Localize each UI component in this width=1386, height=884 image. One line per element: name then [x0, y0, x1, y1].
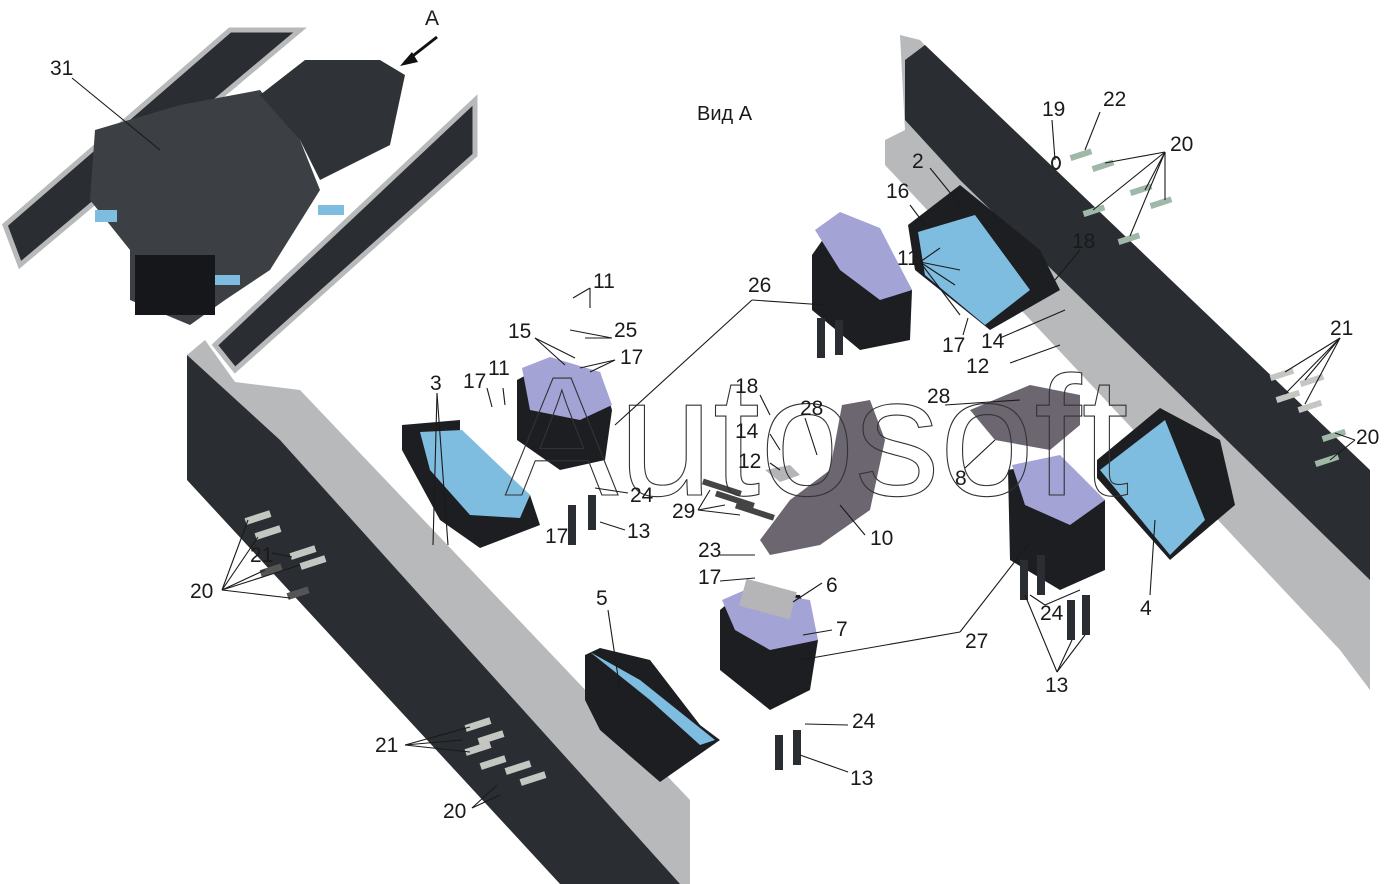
callout-13: 13 [627, 520, 650, 543]
callout-11: 11 [488, 357, 510, 380]
callout-14: 14 [735, 420, 759, 443]
callout-26: 26 [748, 274, 771, 297]
callout-23: 23 [698, 539, 721, 562]
callout-21: 21 [1330, 317, 1353, 340]
callout-18: 18 [1072, 230, 1095, 253]
callout-20: 20 [1356, 426, 1379, 449]
cushion-7-left [720, 578, 818, 710]
callout-3: 3 [430, 372, 442, 395]
watermark: Autosoft [505, 342, 1129, 532]
callout-24: 24 [852, 710, 876, 733]
callout-25: 25 [614, 319, 637, 342]
callout-11: 11 [897, 247, 919, 270]
callout-20: 20 [443, 800, 466, 823]
callout-24: 24 [630, 484, 654, 507]
washer-19 [1051, 156, 1061, 170]
callout-10: 10 [870, 527, 893, 550]
callout-27: 27 [965, 630, 988, 653]
view-arrow-head [400, 52, 418, 66]
callout-6: 6 [826, 574, 838, 597]
callout-17: 17 [545, 525, 568, 548]
callout-7: 7 [836, 618, 848, 641]
overview-rail-right [211, 94, 478, 374]
engine-sump [135, 255, 215, 315]
overview-assembly [2, 27, 478, 374]
bolts-left-20-21 [244, 510, 327, 600]
callout-12: 12 [966, 355, 989, 378]
cushion-26-left [517, 357, 612, 470]
callout-17: 17 [463, 370, 486, 393]
callout-17: 17 [620, 346, 643, 369]
callout-8: 8 [955, 467, 967, 490]
callout-18: 18 [735, 375, 758, 398]
bracket-2 [908, 185, 1060, 330]
cushion-27-right [1008, 455, 1105, 590]
gearbox [260, 60, 405, 180]
bolts-right-21 [1269, 367, 1325, 413]
frame-rail-left-web [187, 355, 680, 884]
bracket-3 [402, 420, 540, 548]
callout-28: 28 [800, 397, 823, 420]
callout-31: 31 [50, 57, 73, 80]
callout-13: 13 [1045, 674, 1068, 697]
view-a-label: Вид А [697, 103, 753, 125]
callout-29: 29 [672, 500, 695, 523]
callout-21: 21 [375, 734, 398, 757]
bracket-4 [1097, 408, 1235, 560]
bolts-bottom-20-21 [464, 717, 547, 786]
frame-rail-left [187, 340, 690, 884]
callout-2: 2 [912, 150, 924, 173]
callout-15: 15 [508, 320, 531, 343]
callout-22: 22 [1103, 88, 1126, 111]
callout-12: 12 [738, 450, 761, 473]
view-arrow-label: A [425, 7, 439, 30]
callout-16: 16 [886, 180, 909, 203]
callout-14: 14 [981, 330, 1005, 353]
callout-19: 19 [1042, 98, 1065, 121]
leader-lines [71, 77, 1356, 809]
engine-mount-right-blue [318, 205, 344, 215]
callout-11: 11 [593, 270, 615, 293]
callout-20: 20 [1170, 133, 1193, 156]
support-bracket-10 [760, 400, 885, 555]
callout-21: 21 [250, 544, 273, 567]
frame-rail-right [885, 35, 1370, 690]
callout-4: 4 [1140, 597, 1152, 620]
callout-28: 28 [927, 385, 950, 408]
callout-17: 17 [942, 334, 965, 357]
washer-12 [765, 465, 800, 482]
plate-6 [739, 578, 797, 620]
cushion-26-right [812, 212, 912, 350]
frame-rail-right-web [905, 45, 1370, 580]
bolts-13 [568, 318, 1090, 770]
callout-5: 5 [596, 587, 608, 610]
engine-mount-bottom-blue [210, 275, 240, 285]
callout-13: 13 [850, 767, 873, 790]
bolts-29 [701, 478, 775, 521]
callout-20: 20 [190, 580, 213, 603]
frame-rail-left-top-flange [187, 340, 690, 884]
callout-17: 17 [698, 566, 721, 589]
engine-mount-left-blue [95, 210, 117, 222]
callout-24: 24 [1040, 602, 1064, 625]
